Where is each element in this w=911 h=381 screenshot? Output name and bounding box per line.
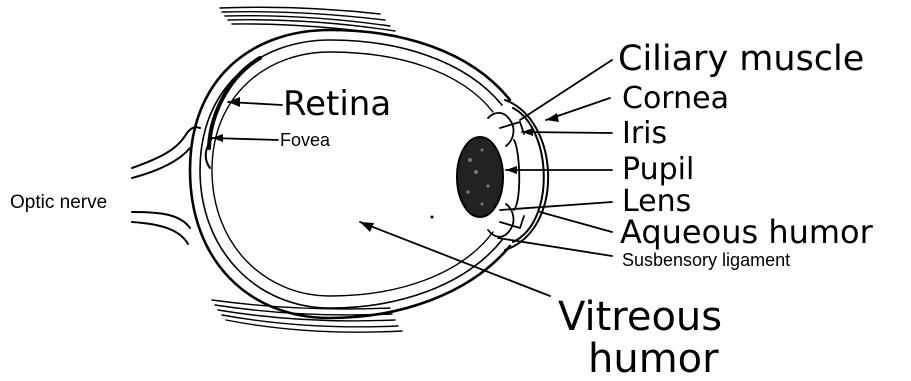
label-vitreous-line1: Vitreous: [558, 294, 722, 340]
label-aqueous-humor: Aqueous humor: [620, 213, 874, 251]
label-suspensory-ligament: Susbensory ligament: [622, 250, 790, 270]
speck: [431, 216, 434, 219]
aqueous-humor-pointer: [540, 212, 612, 232]
vitreous-humor-pointer: [360, 222, 550, 296]
label-fovea: Fovea: [280, 130, 331, 150]
label-vitreous-line2: humor: [588, 336, 719, 381]
suspensory-ligament-pointer: [498, 238, 612, 256]
label-retina: Retina: [283, 84, 391, 124]
label-pupil: Pupil: [622, 152, 694, 187]
label-cornea: Cornea: [622, 81, 729, 116]
lens-shape: [457, 137, 503, 217]
pointer-lines: [212, 60, 612, 296]
label-iris: Iris: [622, 116, 667, 151]
iris-pointer: [522, 132, 612, 133]
label-optic-nerve: Optic nerve: [10, 192, 107, 213]
ciliary-muscle-pointer: [520, 60, 612, 120]
label-ciliary-muscle: Ciliary muscle: [618, 39, 864, 79]
